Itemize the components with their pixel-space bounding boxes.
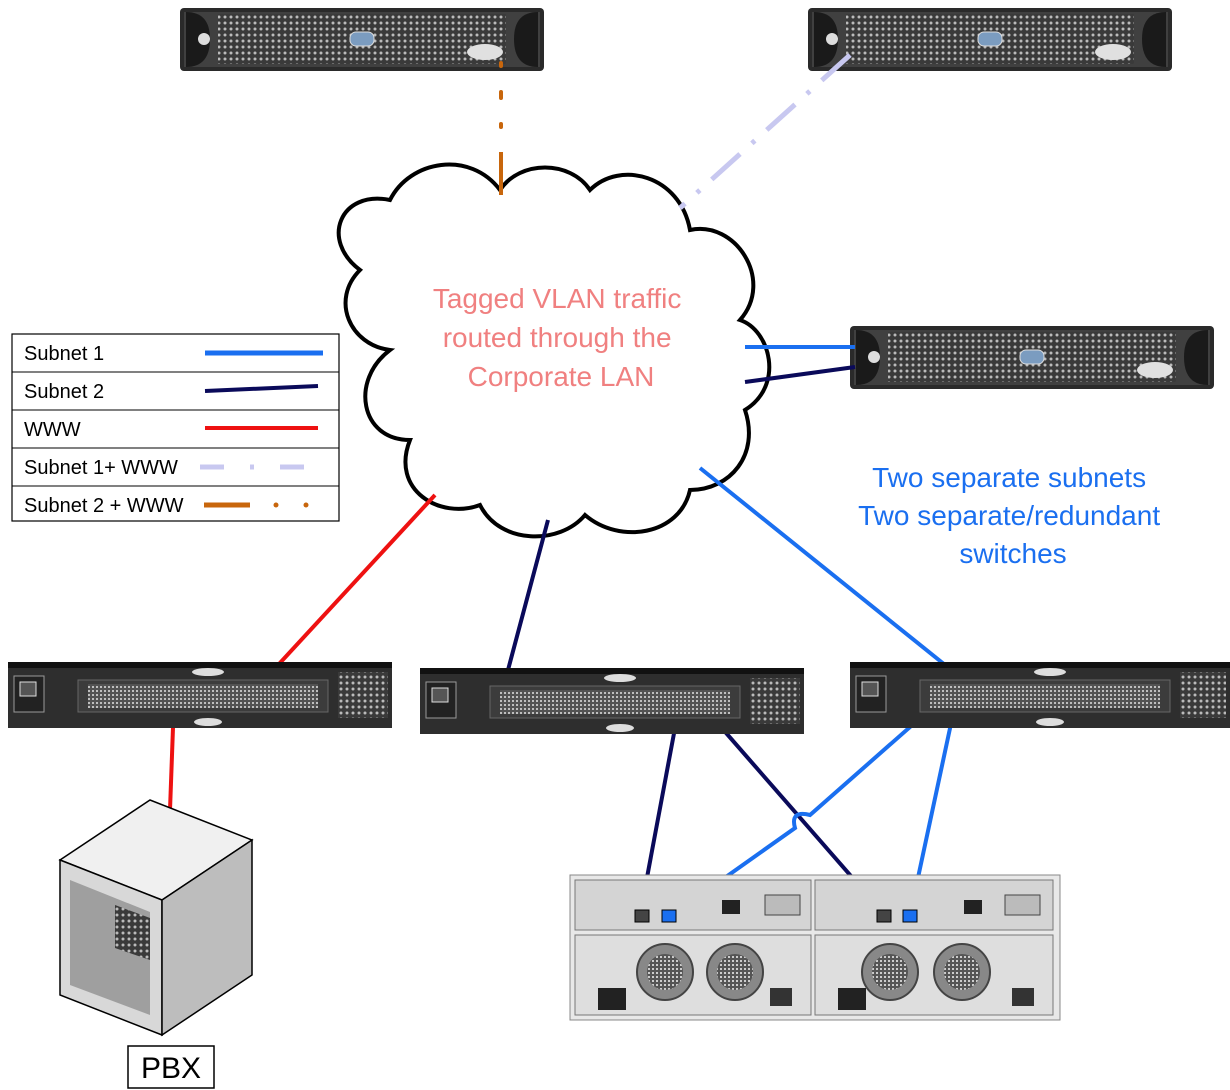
pbx-server-icon — [58, 799, 254, 1037]
subnets-note-line: switches — [959, 538, 1066, 569]
legend: Subnet 1 Subnet 2 WWW Subnet 1+ WWW Subn… — [11, 333, 340, 522]
subnets-note: Two separate subnets Two separate/redund… — [858, 462, 1168, 569]
cloud-label-line: Corporate LAN — [468, 361, 655, 392]
switch-middle — [420, 668, 804, 734]
legend-label-subnet1: Subnet 1 — [24, 343, 104, 365]
link-subnet1-www — [678, 53, 852, 210]
link-www-switch-left — [253, 493, 437, 692]
server-top-left — [180, 8, 544, 71]
switch-right — [850, 662, 1230, 728]
server-right — [850, 326, 1214, 389]
subnets-note-line: Two separate/redundant — [858, 500, 1160, 531]
link-subnet1-switch-right — [698, 466, 972, 687]
legend-label-subnet2-www: Subnet 2 + WWW — [24, 495, 184, 517]
legend-swatch-subnet2-www-dot — [303, 502, 309, 508]
pbx-label-box — [127, 1045, 215, 1089]
legend-label-www: WWW — [24, 419, 81, 441]
subnets-note-line: Two separate subnets — [872, 462, 1146, 493]
cloud-label-line: Tagged VLAN traffic — [433, 283, 682, 314]
server-top-right — [808, 8, 1172, 71]
switch-left — [8, 662, 392, 728]
link-subnet2-right-server — [744, 365, 856, 384]
legend-swatch-subnet2 — [204, 384, 319, 393]
corporate-lan-cloud — [336, 162, 772, 539]
cloud-label-line: routed through the — [443, 322, 672, 353]
cloud-label: Tagged VLAN traffic routed through the C… — [433, 283, 689, 392]
pbx-label: PBX — [141, 1052, 201, 1085]
link-subnet1-storage-a — [666, 703, 937, 920]
legend-label-subnet2: Subnet 2 — [24, 381, 104, 403]
legend-label-subnet1-www: Subnet 1+ WWW — [24, 457, 178, 479]
storage-array — [569, 874, 1061, 1021]
legend-swatch-subnet2-www-dot — [273, 502, 279, 508]
